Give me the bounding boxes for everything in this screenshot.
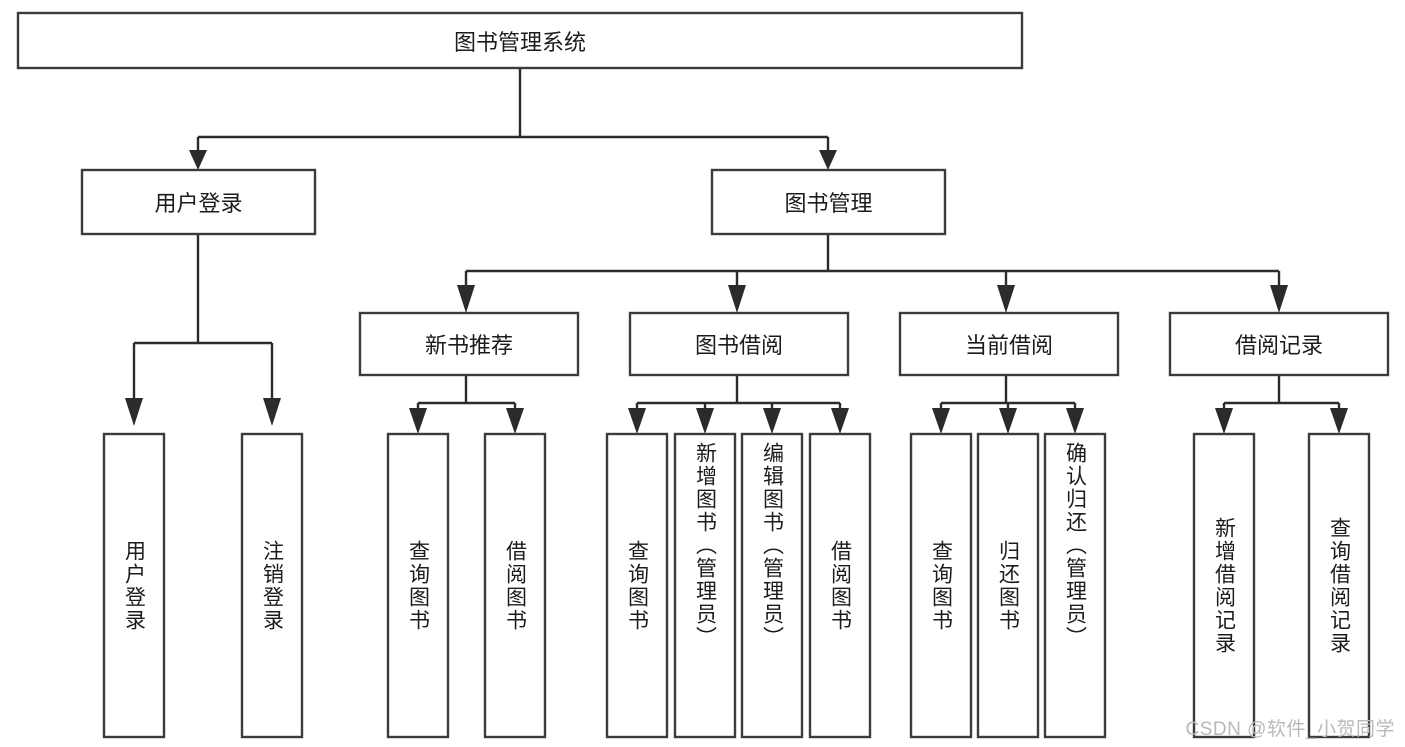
node-leaf-confirm-return-admin[interactable]: [1043, 432, 1107, 739]
node-leaf-borrow-book-1[interactable]: [483, 432, 547, 739]
arrow-head-leaf-add-borrow-record: [1215, 408, 1233, 434]
arrow-head-borrow-record: [1270, 285, 1288, 313]
node-leaf-query-book-2[interactable]: [605, 432, 669, 739]
arrow-head-leaf-query-book-3: [932, 408, 950, 434]
arrow-head-leaf-user-login: [125, 398, 143, 426]
node-root[interactable]: [16, 11, 1024, 70]
arrow-head-leaf-add-book-admin: [696, 408, 714, 434]
arrow-head-leaf-return-book: [999, 408, 1017, 434]
arrow-head-book-manage: [819, 150, 837, 170]
arrow-head-leaf-borrow-book-2: [831, 408, 849, 434]
arrow-head-user-login: [189, 150, 207, 170]
node-leaf-add-borrow-record[interactable]: [1192, 432, 1256, 739]
node-book-manage[interactable]: [710, 168, 947, 236]
node-leaf-logout[interactable]: [240, 432, 304, 739]
node-new-book-rec[interactable]: [358, 311, 580, 377]
node-borrow-record[interactable]: [1168, 311, 1390, 377]
node-leaf-borrow-book-2[interactable]: [808, 432, 872, 739]
arrow-head-leaf-edit-book-admin: [763, 408, 781, 434]
node-book-borrow[interactable]: [628, 311, 850, 377]
node-leaf-user-login[interactable]: [102, 432, 166, 739]
node-leaf-query-book-3[interactable]: [909, 432, 973, 739]
node-leaf-add-book-admin[interactable]: [673, 432, 737, 739]
arrow-head-book-borrow: [728, 285, 746, 313]
node-leaf-return-book[interactable]: [976, 432, 1040, 739]
arrow-head-leaf-confirm-return: [1066, 408, 1084, 434]
node-leaf-edit-book-admin[interactable]: [740, 432, 804, 739]
arrow-head-current-borrow: [997, 285, 1015, 313]
arrow-head-leaf-logout: [263, 398, 281, 426]
node-leaf-query-book-1[interactable]: [386, 432, 450, 739]
connector-layer: [125, 68, 1348, 434]
node-leaf-query-borrow-record[interactable]: [1307, 432, 1371, 739]
arrow-head-new-book-rec: [457, 285, 475, 313]
node-current-borrow[interactable]: [898, 311, 1120, 377]
node-user-login[interactable]: [80, 168, 317, 236]
arrow-head-leaf-query-book-1: [409, 408, 427, 434]
arrow-head-leaf-query-book-2: [628, 408, 646, 434]
node-box-layer: [16, 11, 1390, 739]
arrow-head-leaf-query-borrow-record: [1330, 408, 1348, 434]
arrow-head-leaf-borrow-book-1: [506, 408, 524, 434]
